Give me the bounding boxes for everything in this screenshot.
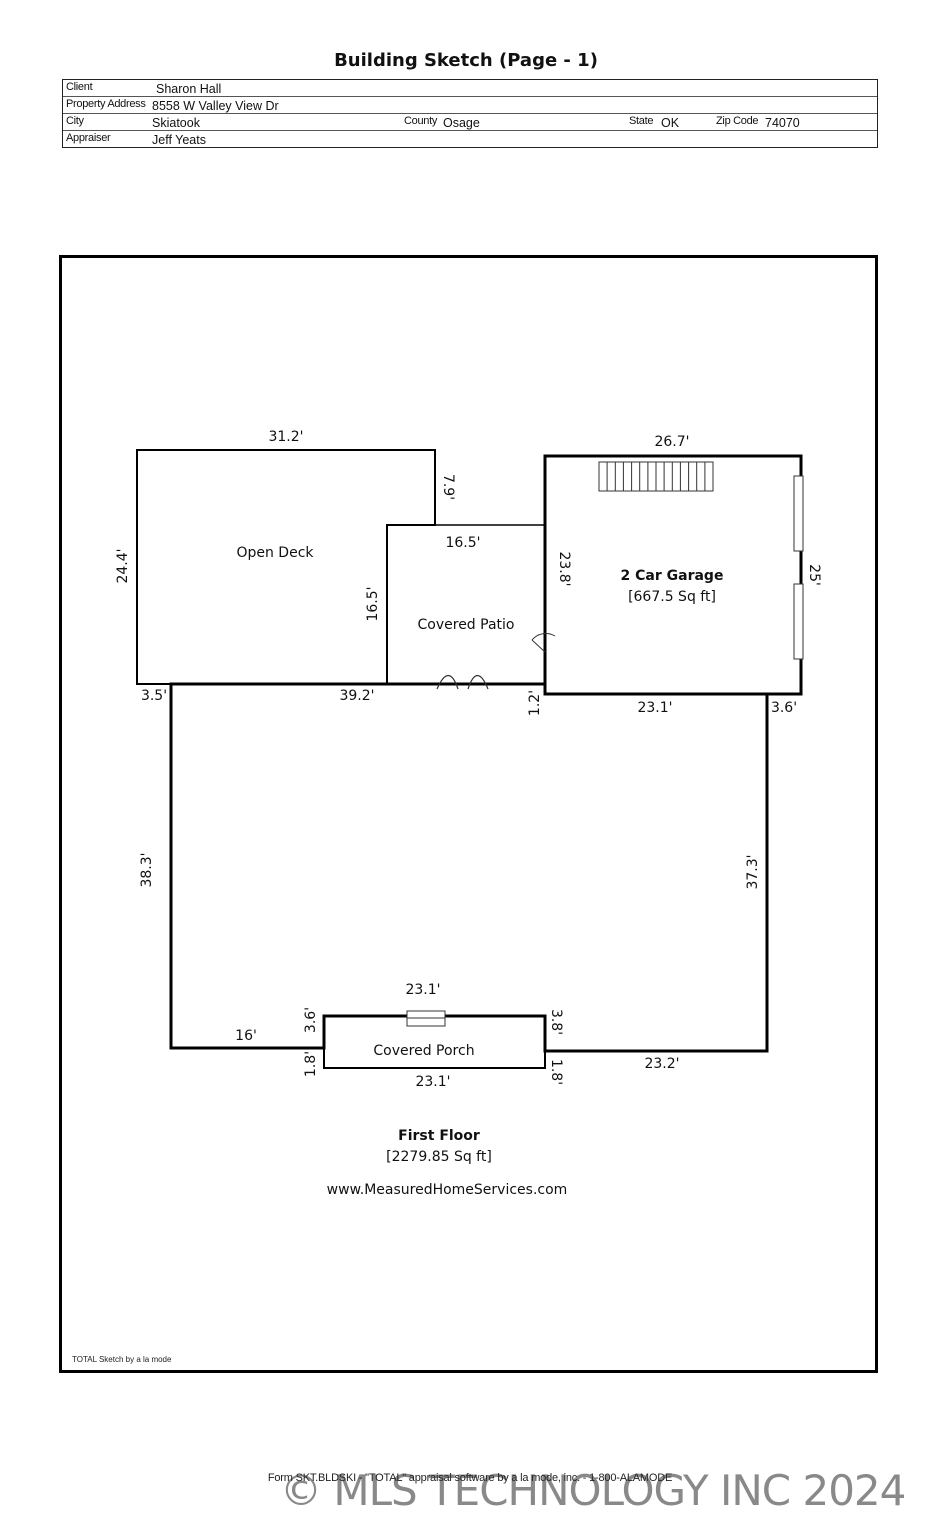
state-value: OK <box>661 116 680 130</box>
dim-deck-left: 24.4' <box>115 548 131 583</box>
dim-garage-bottom: 23.1' <box>637 700 672 716</box>
location-row: City Skiatook County Osage State OK Zip … <box>63 114 877 131</box>
address-row: Property Address 8558 W Valley View Dr <box>63 97 877 114</box>
dim-deck-top: 31.2' <box>268 429 303 445</box>
patio-label: Covered Patio <box>418 617 515 633</box>
open-deck-outline <box>136 449 436 685</box>
dim-porch-right-lower: 1.8' <box>548 1059 564 1085</box>
patio-french-doors <box>436 674 489 690</box>
website-label: www.MeasuredHomeServices.com <box>327 1182 568 1198</box>
zip-value: 74070 <box>765 116 800 130</box>
garage-label: 2 Car Garage <box>621 568 724 584</box>
dim-house-bottom-right: 23.2' <box>644 1056 679 1072</box>
dim-house-bottom-left: 16' <box>235 1028 257 1044</box>
client-label: Client <box>66 81 93 93</box>
dim-patio-left: 16.5' <box>365 586 381 621</box>
entry-door-swing <box>531 633 556 653</box>
property-info-table: Client Sharon Hall Property Address 8558… <box>62 79 878 148</box>
floor-area: [2279.85 Sq ft] <box>386 1149 492 1165</box>
dim-deck-right: 7.9' <box>440 474 456 500</box>
state-label: State <box>629 115 654 127</box>
dim-patio-top: 16.5' <box>445 535 480 551</box>
client-row: Client Sharon Hall <box>63 80 877 97</box>
floor-label: First Floor <box>398 1128 480 1144</box>
garage-area: [667.5 Sq ft] <box>628 589 716 605</box>
dim-porch-left-lower: 1.8' <box>303 1051 319 1077</box>
deck-label: Open Deck <box>236 545 314 561</box>
dimension-labels: 31.2' 24.4' 7.9' 16.5' 16.5' 26.7' 23.8'… <box>115 429 822 1090</box>
sketch-credit: TOTAL Sketch by a la mode <box>72 1355 172 1364</box>
porch-label: Covered Porch <box>373 1043 474 1059</box>
form-footer: Form SKT.BLDSKI - "TOTAL" appraisal soft… <box>267 1472 673 1484</box>
county-value: Osage <box>443 116 480 130</box>
zip-label: Zip Code <box>716 115 759 127</box>
dim-garage-left: 23.8' <box>556 551 572 586</box>
dim-porch-left-upper: 3.6' <box>303 1007 319 1033</box>
appraiser-label: Appraiser <box>66 132 111 144</box>
appraiser-value: Jeff Yeats <box>152 133 206 147</box>
dim-porch-right-upper: 3.8' <box>548 1009 564 1035</box>
dim-porch-top: 23.1' <box>405 982 440 998</box>
dim-garage-top: 26.7' <box>654 434 689 450</box>
dim-house-right-top: 3.6' <box>771 700 797 716</box>
city-label: City <box>66 115 84 127</box>
county-label: County <box>404 115 438 127</box>
client-value: Sharon Hall <box>156 82 222 96</box>
address-label: Property Address <box>66 98 146 110</box>
dim-garage-right: 25' <box>806 564 822 586</box>
first-floor-outline <box>169 682 769 1053</box>
dim-house-right: 37.3' <box>745 854 761 889</box>
dim-garage-offset: 1.2' <box>527 690 543 716</box>
address-value: 8558 W Valley View Dr <box>152 99 279 113</box>
dim-house-top-left: 3.5' <box>141 688 167 704</box>
garage-doors <box>793 475 804 660</box>
page-title: Building Sketch (Page - 1) <box>334 50 598 71</box>
appraiser-row: Appraiser Jeff Yeats <box>63 131 877 148</box>
sketch-frame <box>59 255 878 1373</box>
copyright-watermark: © MLS TECHNOLOGY INC 2024 <box>280 1466 906 1515</box>
dim-porch-bottom: 23.1' <box>415 1074 450 1090</box>
dim-house-top: 39.2' <box>339 688 374 704</box>
city-value: Skiatook <box>152 116 200 130</box>
garage-stairs <box>598 461 714 492</box>
dim-house-left: 38.3' <box>139 852 155 887</box>
